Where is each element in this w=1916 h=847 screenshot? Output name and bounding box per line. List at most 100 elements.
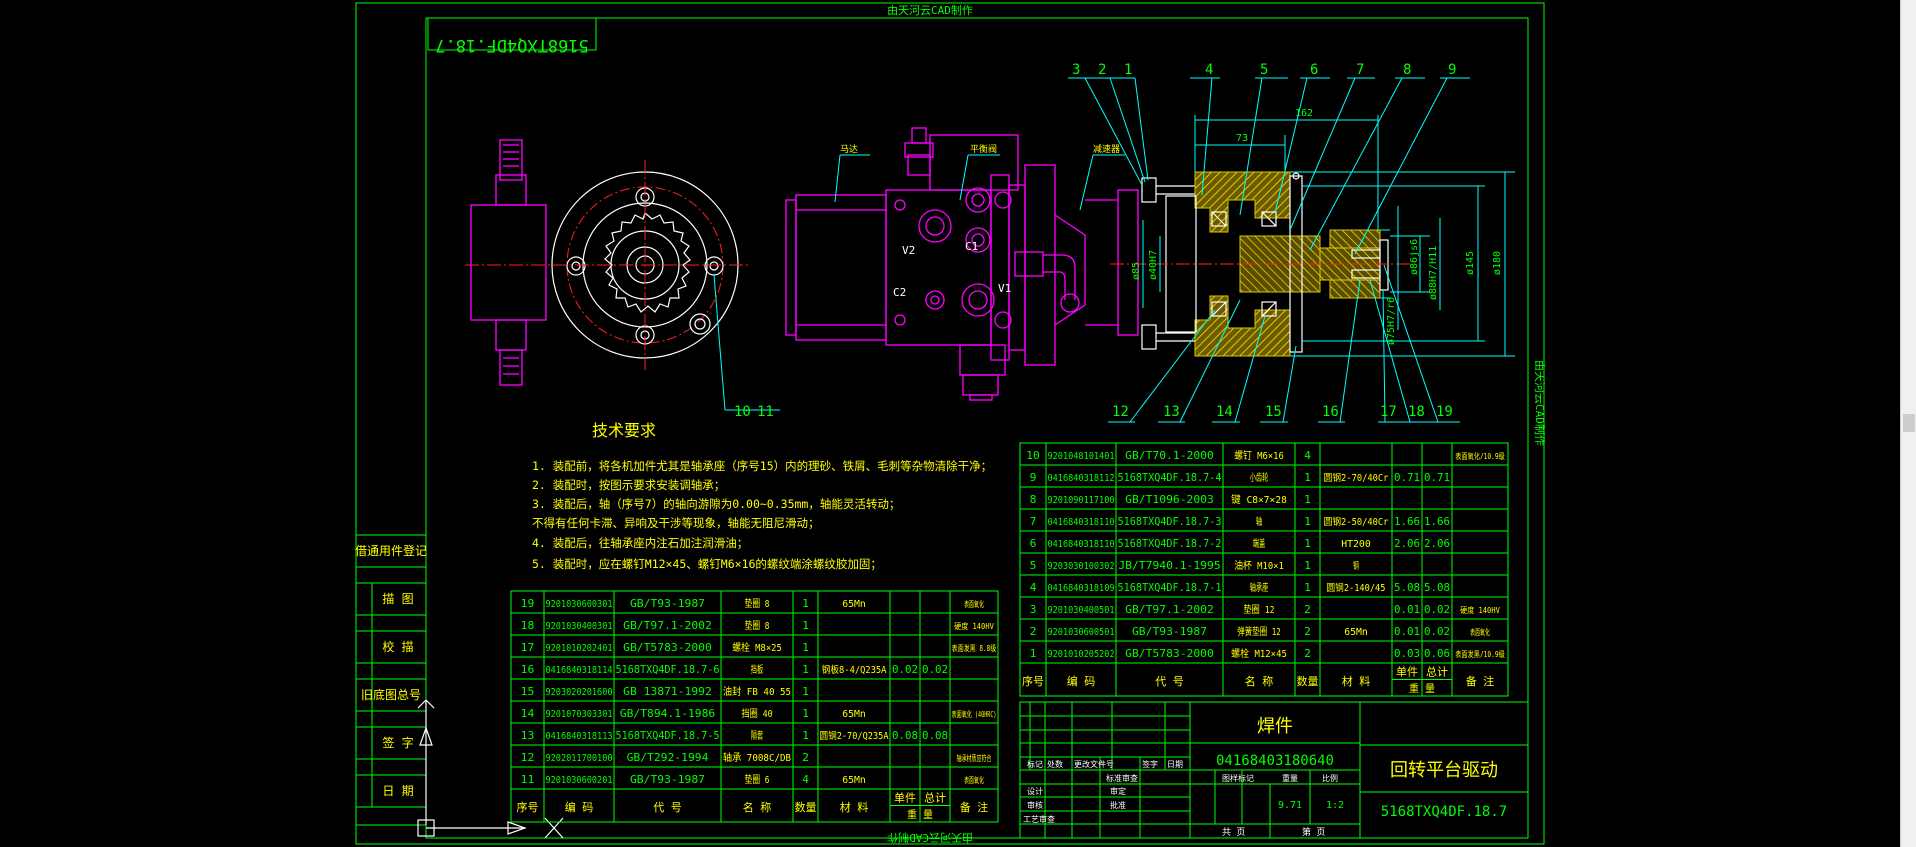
bom-cell: 0.03 (1394, 648, 1420, 660)
bom-header: 单件 (1396, 666, 1418, 679)
scale-label: 比例 (1322, 773, 1338, 783)
bom-cell: 5.08 (1394, 582, 1420, 594)
bom-cell: GB/T93-1987 (630, 597, 705, 610)
bom-cell: 表面发黑/10.9级 (1455, 649, 1505, 659)
bom-cell: 1 (1304, 559, 1311, 572)
bom-cell: 硬度 140HV (954, 621, 994, 631)
bom-cell: 轴 (1256, 515, 1262, 528)
bom-cell: 0.02 (1424, 604, 1450, 616)
ucs-icon (417, 699, 564, 839)
bom-cell: 18 (521, 619, 535, 632)
bom-cell: 油封 FB 40 55 (723, 685, 791, 698)
bom-cell: 硬度 140HV (1460, 605, 1500, 615)
bom-cell: 5168TXQ4DF.18.7-1 (1118, 581, 1222, 594)
bom-cell: 9203030100302 (1048, 561, 1115, 572)
bom-cell: 0.08 (922, 730, 948, 742)
bom-cell: 圆钢2-70/Q235A (820, 730, 889, 742)
dim-73: 73 (1236, 133, 1248, 144)
bom-cell: 1 (1304, 471, 1311, 484)
bom-cell: 表面氧化 (964, 775, 984, 785)
title-block: 标记 处数 更改文件号 签字 日期 设计 审核 工艺审查 标准审查 审定 批准 … (1019, 701, 1529, 839)
bom-cell: GB/T1096-2003 (1125, 493, 1214, 506)
bom-cell: 0.02 (1424, 626, 1450, 638)
bom-cell: 挡板 (751, 663, 763, 676)
bom-header: 序号 (517, 800, 539, 814)
bom-cell: HT200 (1341, 539, 1371, 550)
vertical-scrollbar[interactable] (1900, 0, 1916, 847)
bom-cell: 1 (1030, 647, 1037, 660)
bom-cell: GB/T93-1987 (630, 773, 705, 786)
bom-cell: 0416840318113 (546, 731, 613, 742)
bom-cell: 4 (802, 773, 809, 786)
bom-header: 单件 (894, 792, 916, 805)
bom-header: 总计 (1426, 665, 1448, 679)
bom-cell: 65Mn (1344, 627, 1368, 638)
bom-cell: GB/T5783-2000 (623, 641, 712, 654)
tech-line-1: 2. 装配时，按图示要求安装调轴承； (532, 478, 725, 492)
bom-header: 名 称 (743, 800, 772, 814)
bom-cell: JB/T7940.1-1995 (1118, 559, 1220, 572)
drawing-number: 5168TXQ4DF.18.7 (1381, 804, 1507, 820)
bom-cell: 表面发黑 8.8级 (952, 643, 997, 653)
dim-phi145: ø145 (1465, 251, 1476, 275)
bom-cell: 9201048101401 (1048, 451, 1115, 462)
bom-cell: 12 (521, 751, 535, 764)
bom-cell: 5168TXQ4DF.18.7-4 (1118, 471, 1222, 484)
bom-header: 序号 (1022, 674, 1044, 688)
bom-cell: 8 (1030, 493, 1037, 506)
left-col-2: 校 描 (382, 639, 413, 654)
tech-line-2: 3. 装配后，轴（序号7）的轴向游隙为0.00~0.35mm，轴能灵活转动； (532, 497, 900, 511)
role-label2-0: 标准审查 (1106, 773, 1138, 783)
bom-cell: 表面氧化/10.9级 (1455, 451, 1505, 461)
bom-header: 材 料 (1342, 674, 1371, 688)
title-top: 由天河云CAD制作 (887, 3, 973, 17)
label-valve: 平衡阀 (970, 143, 997, 155)
callout-6: 6 (1310, 62, 1318, 78)
bom-cell: 0.71 (1424, 472, 1450, 484)
bom-header: 总计 (924, 791, 946, 805)
technical-requirements: 技术要求 1. 装配前，将各机加件尤其是轴承座（序号15）内的理砂、铁屑、毛刺等… (532, 421, 992, 571)
bom-cell: 10 (1026, 449, 1040, 462)
label-v2: V2 (902, 244, 915, 257)
dim-162: 162 (1295, 108, 1313, 119)
role-label-0: 设计 (1027, 786, 1043, 796)
sheet-border (355, 2, 1545, 845)
bom-cell: 0.02 (922, 664, 948, 676)
end-view-gear: 10 11 (465, 139, 780, 420)
scrollbar-thumb[interactable] (1903, 414, 1915, 432)
callout-10: 10 (734, 404, 751, 420)
left-col-0: 借通用件登记 (355, 543, 427, 558)
bom-cell: 9201030600301 (546, 599, 613, 610)
bom-header: 备 注 (1466, 674, 1495, 688)
bom-cell: 1 (802, 641, 809, 654)
bom-header: 数量 (795, 801, 817, 814)
bom-cell: 0416840318114 (546, 665, 613, 676)
bom-cell: GB 13871-1992 (623, 685, 712, 698)
part-code: 04168403180640 (1216, 753, 1334, 769)
bom-cell: 隔套 (751, 729, 763, 742)
callout-15: 15 (1265, 404, 1282, 420)
callout-3: 3 (1072, 62, 1080, 78)
tech-line-4: 4. 装配后，往轴承座内注石加注润滑油； (532, 536, 748, 550)
bom-cell: 2 (1304, 603, 1311, 616)
bom-cell: GB/T93-1987 (1132, 625, 1207, 638)
bom-cell: 5168TXQ4DF.18.7-6 (616, 663, 720, 676)
bom-cell: 9203020201600 (546, 687, 613, 698)
bom-cell: 0416840318109 (1048, 583, 1115, 594)
left-col-5: 日 期 (382, 784, 413, 798)
bom-cell: 9201090117100 (1048, 495, 1115, 506)
bom-header: 编 码 (1067, 674, 1096, 688)
callout-1: 1 (1124, 62, 1132, 78)
callout-13: 13 (1163, 404, 1180, 420)
bom-cell: 3 (1030, 603, 1037, 616)
bom-header-weight: 重 量 (1409, 682, 1435, 695)
bom-cell: 0.01 (1394, 626, 1420, 638)
bom-cell: 螺栓 M8×25 (732, 641, 782, 654)
bom-cell: 挡圈 40 (742, 707, 773, 720)
label-reducer: 减速器 (1093, 143, 1120, 155)
role-label-2: 工艺审查 (1023, 814, 1055, 824)
bom-cell: GB/T97.1-2002 (1125, 603, 1214, 616)
bom-cell: 9202011700100 (546, 753, 613, 764)
corner-code: 5168TXQ4DF.18.7 (435, 35, 589, 55)
